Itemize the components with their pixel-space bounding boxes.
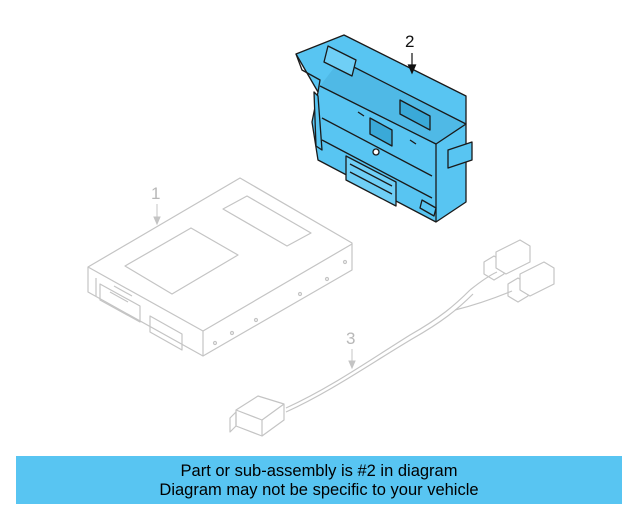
parts-diagram bbox=[87, 34, 555, 437]
callout-number-1: 1 bbox=[151, 184, 161, 203]
leader-line-2 bbox=[407, 53, 417, 75]
leader-line-1 bbox=[153, 204, 161, 226]
mounting-bracket-part-2 bbox=[295, 34, 473, 223]
control-module-part-1 bbox=[87, 177, 353, 357]
antenna-cable-part-3 bbox=[229, 239, 555, 437]
banner-line-part-number: Part or sub-assembly is #2 in diagram bbox=[180, 461, 458, 480]
callout-number-3: 3 bbox=[346, 329, 356, 348]
banner-line-disclaimer: Diagram may not be specific to your vehi… bbox=[159, 480, 479, 499]
info-banner: Part or sub-assembly is #2 in diagram Di… bbox=[16, 456, 622, 504]
callout-number-2: 2 bbox=[405, 32, 415, 51]
leader-line-3 bbox=[348, 349, 356, 370]
